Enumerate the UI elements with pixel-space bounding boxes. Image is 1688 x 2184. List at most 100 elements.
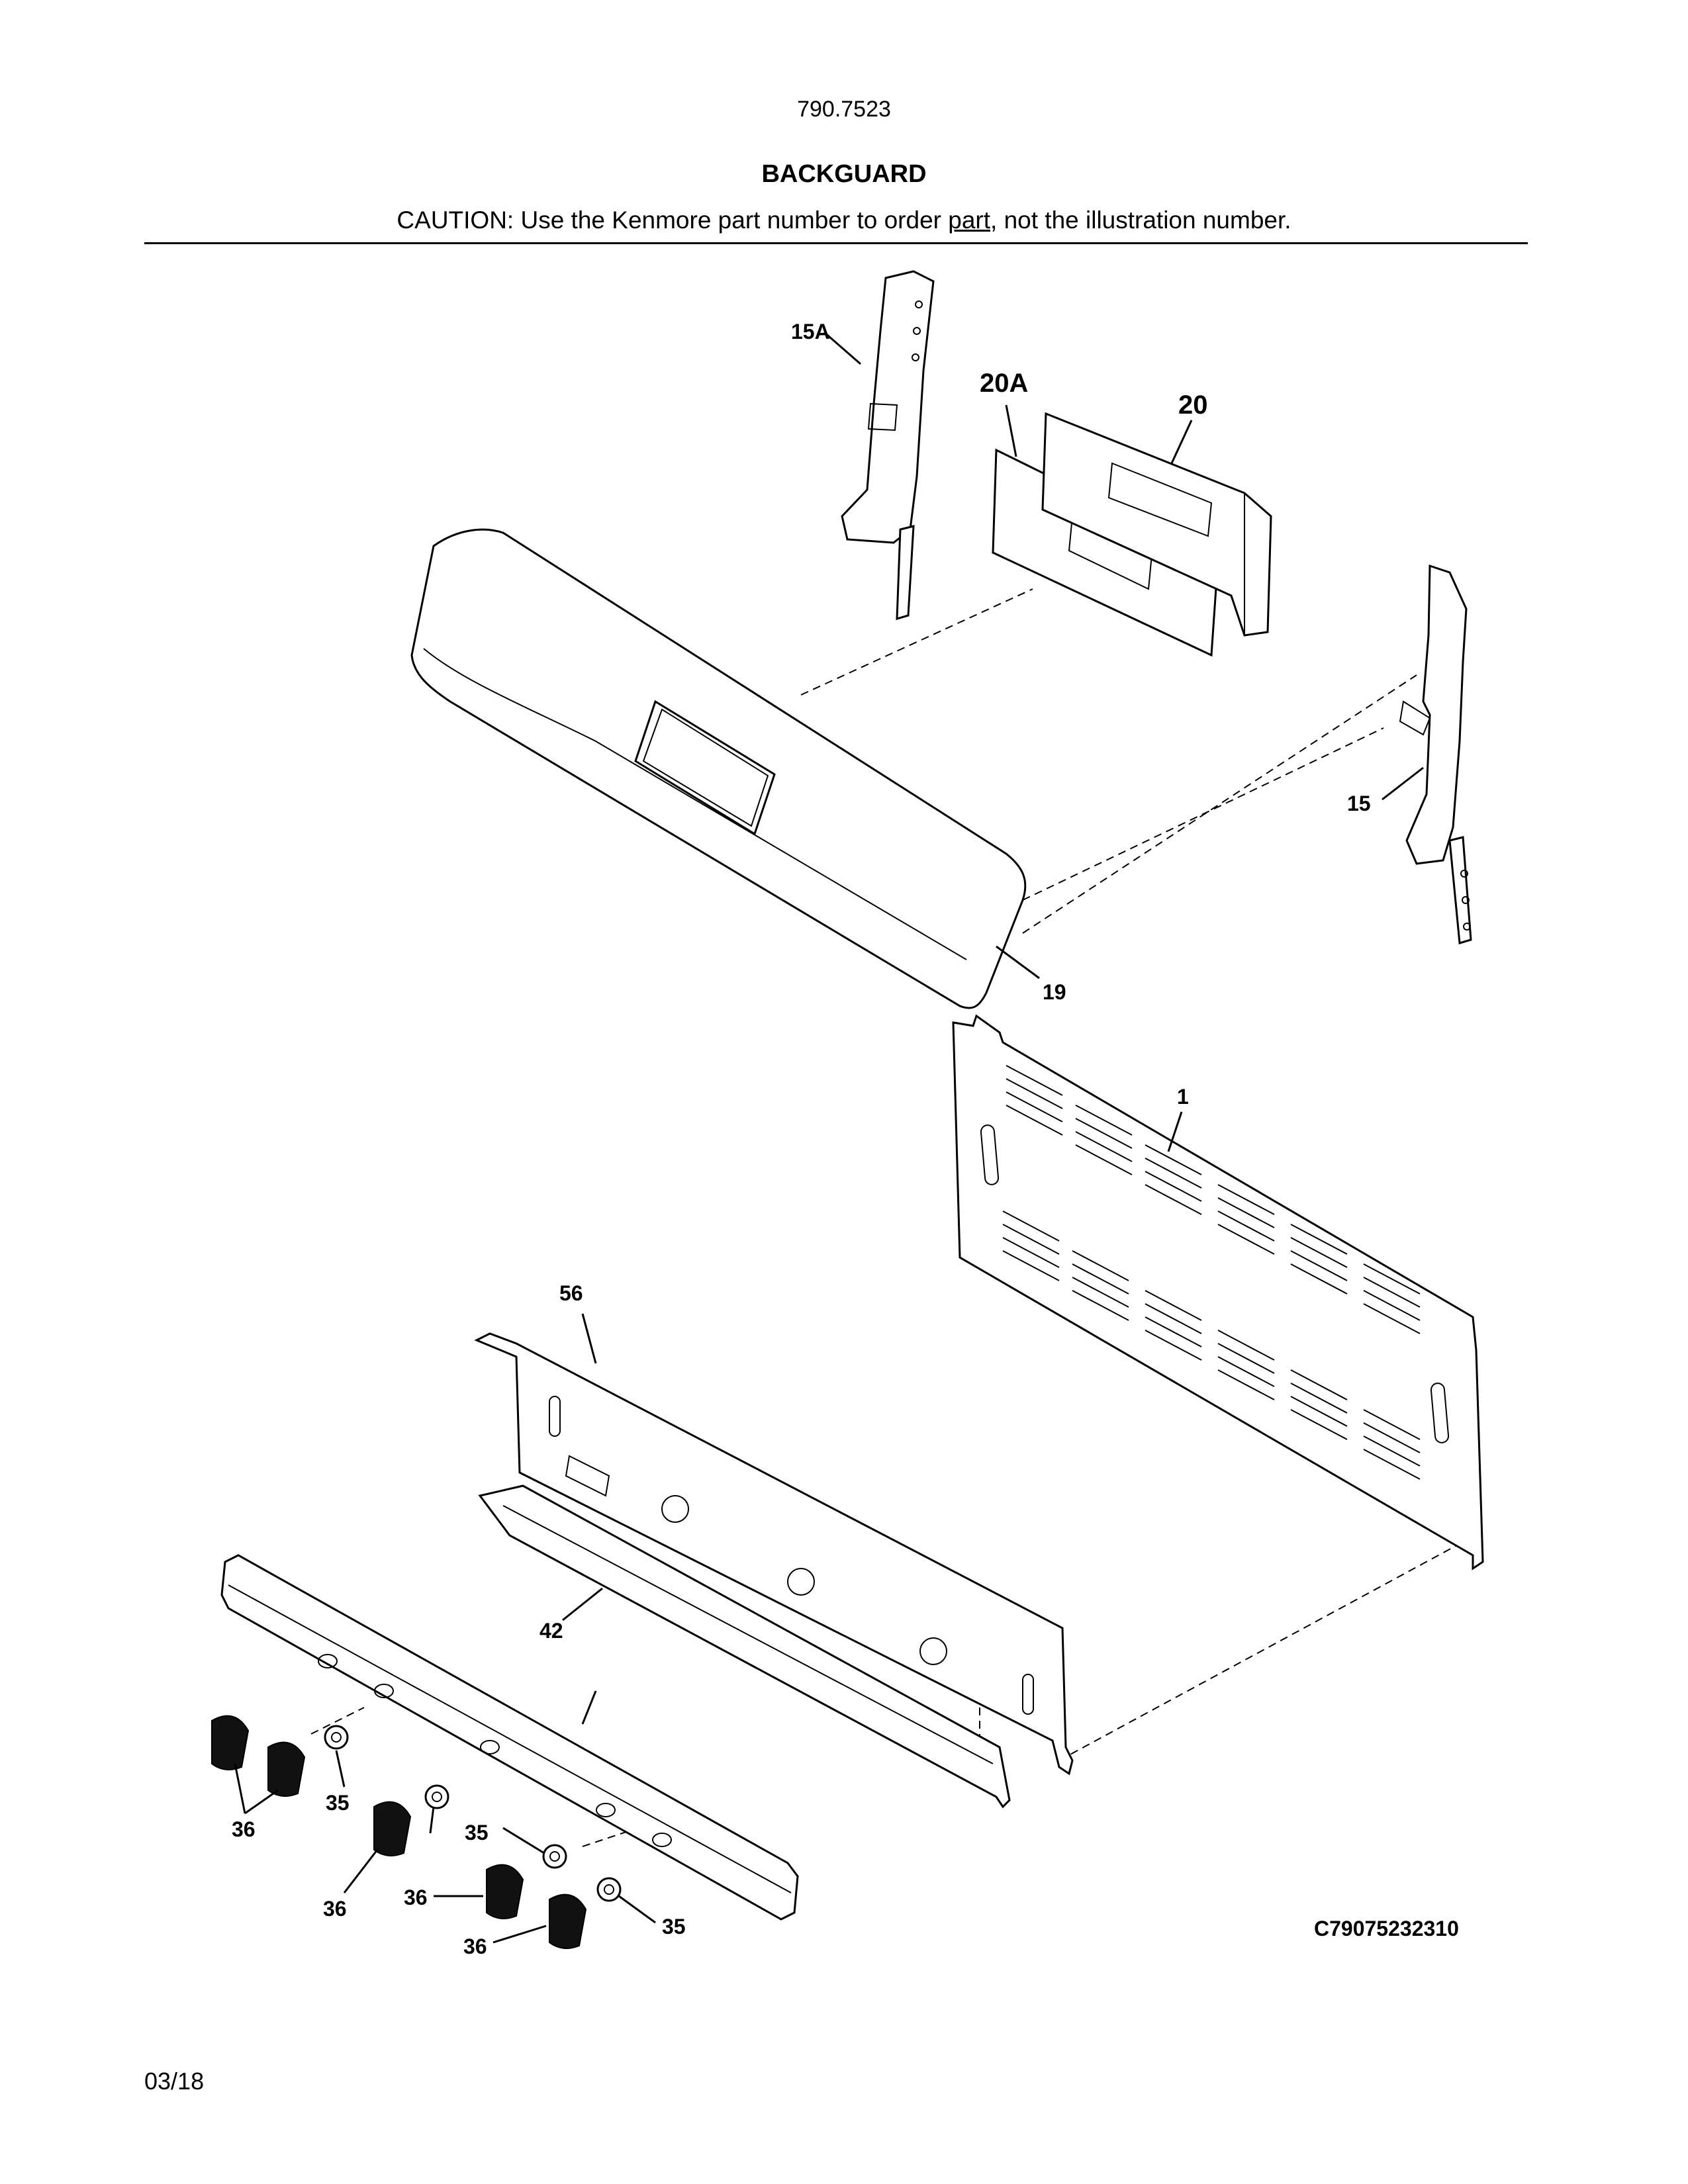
control-knob-2 <box>267 1741 306 1797</box>
edge <box>423 648 967 960</box>
right-end-cap-part <box>1399 564 1472 944</box>
shape <box>1006 1065 1063 1136</box>
hole <box>1460 870 1468 878</box>
vent-louvers-upper <box>1006 1065 1421 1334</box>
leader <box>492 1925 547 1944</box>
leader <box>618 1895 656 1924</box>
revision-date: 03/18 <box>144 2068 205 2095</box>
callout-42: 42 <box>539 1619 563 1643</box>
caution-note: CAUTION: Use the Kenmore part number to … <box>0 206 1688 234</box>
leader <box>562 1587 603 1621</box>
leader <box>1005 404 1017 457</box>
edge <box>642 708 769 827</box>
control-knobs <box>211 1715 587 1949</box>
leader <box>1382 766 1424 801</box>
manifold-panel-body <box>474 1332 1074 1776</box>
control-knob-5 <box>549 1893 587 1949</box>
rear-panel-slot-left <box>980 1124 1000 1185</box>
leader <box>823 331 861 365</box>
vent-louvers-lower <box>1002 1210 1421 1480</box>
hole <box>912 353 919 361</box>
ring <box>549 1851 560 1862</box>
knob-bezels <box>324 1725 622 1902</box>
callout-35-c: 35 <box>662 1915 686 1938</box>
hole <box>318 1654 338 1668</box>
shape <box>1399 700 1431 736</box>
control-knob-1 <box>211 1715 250 1770</box>
hole <box>374 1684 394 1698</box>
edge <box>502 1505 994 1764</box>
callout-20: 20 <box>1178 390 1208 420</box>
leader <box>581 1690 597 1725</box>
control-board-body <box>1041 412 1272 637</box>
manifold-slot-left <box>549 1396 561 1437</box>
hole <box>661 1495 689 1523</box>
manifold-panel-part <box>474 1332 1074 1776</box>
callout-1: 1 <box>1177 1085 1189 1109</box>
manifold-trim-part <box>478 1484 1011 1809</box>
page-title: BACKGUARD <box>761 160 927 188</box>
guide-line-knob-1 <box>310 1707 365 1735</box>
control-knob-4 <box>486 1864 524 1919</box>
hole <box>913 327 921 335</box>
knob-bezel-1 <box>324 1725 349 1750</box>
knob-bezel-4 <box>596 1877 622 1902</box>
right-end-cap-body <box>1405 564 1468 865</box>
shape <box>1002 1210 1060 1281</box>
guide-line-lower-side <box>1058 1541 1464 1761</box>
knob-bezel-2 <box>424 1784 449 1809</box>
hole <box>480 1740 500 1754</box>
shape <box>565 1455 610 1497</box>
hole <box>596 1803 616 1817</box>
callout-labels: 15A 20A 20 15 19 1 56 42 36 35 35 36 36 … <box>232 320 1371 1958</box>
control-knob-3 <box>373 1801 412 1856</box>
ring <box>604 1884 614 1895</box>
callout-36-b: 36 <box>323 1897 347 1921</box>
leader <box>1170 420 1193 464</box>
leader <box>234 1763 246 1814</box>
leader <box>244 1789 279 1815</box>
caution-part-link: part <box>948 206 991 234</box>
right-end-cap-tab <box>1448 836 1472 944</box>
console-display-window <box>634 700 776 836</box>
caution-suffix: , not the illustration number. <box>990 206 1291 234</box>
callout-19: 19 <box>1043 980 1066 1004</box>
front-panel-body <box>220 1554 799 1921</box>
callout-15a: 15A <box>791 320 830 343</box>
ring <box>331 1732 342 1743</box>
shape <box>1145 1144 1202 1215</box>
leader <box>1167 1111 1183 1152</box>
callout-36-d: 36 <box>463 1934 487 1958</box>
rear-panel-body <box>952 1014 1484 1570</box>
trim-strip-body <box>478 1484 1011 1809</box>
guide-line-clock-panel <box>800 588 1033 696</box>
callout-35-a: 35 <box>326 1791 350 1815</box>
caution-prefix: CAUTION: Use the Kenmore part number to … <box>397 206 949 234</box>
hole <box>1463 923 1471 931</box>
shape <box>1290 1224 1348 1295</box>
shape <box>1145 1290 1202 1361</box>
callout-leader-lines <box>234 331 1424 1944</box>
shape <box>1290 1369 1348 1440</box>
leader <box>335 1750 346 1788</box>
knob-bezel-3 <box>542 1844 567 1869</box>
front-control-panel-part <box>220 1554 799 1921</box>
leader <box>343 1849 379 1893</box>
shape <box>1217 1184 1275 1255</box>
header-divider <box>144 242 1528 244</box>
guide-line-upper-side-2 <box>1022 727 1384 901</box>
shape <box>1075 1105 1133 1175</box>
left-end-cap-body <box>841 270 935 544</box>
ring <box>432 1792 442 1802</box>
rear-panel-slot-right <box>1430 1383 1450 1443</box>
hole <box>915 300 923 308</box>
callout-35-b: 35 <box>465 1821 489 1844</box>
backguard-console-part <box>410 528 1027 1009</box>
callout-20a: 20A <box>980 369 1028 398</box>
shape <box>1363 1409 1421 1480</box>
callout-36-c: 36 <box>404 1886 428 1909</box>
callout-56: 56 <box>559 1281 583 1305</box>
callout-15: 15 <box>1347 792 1371 815</box>
leader <box>996 945 1040 979</box>
